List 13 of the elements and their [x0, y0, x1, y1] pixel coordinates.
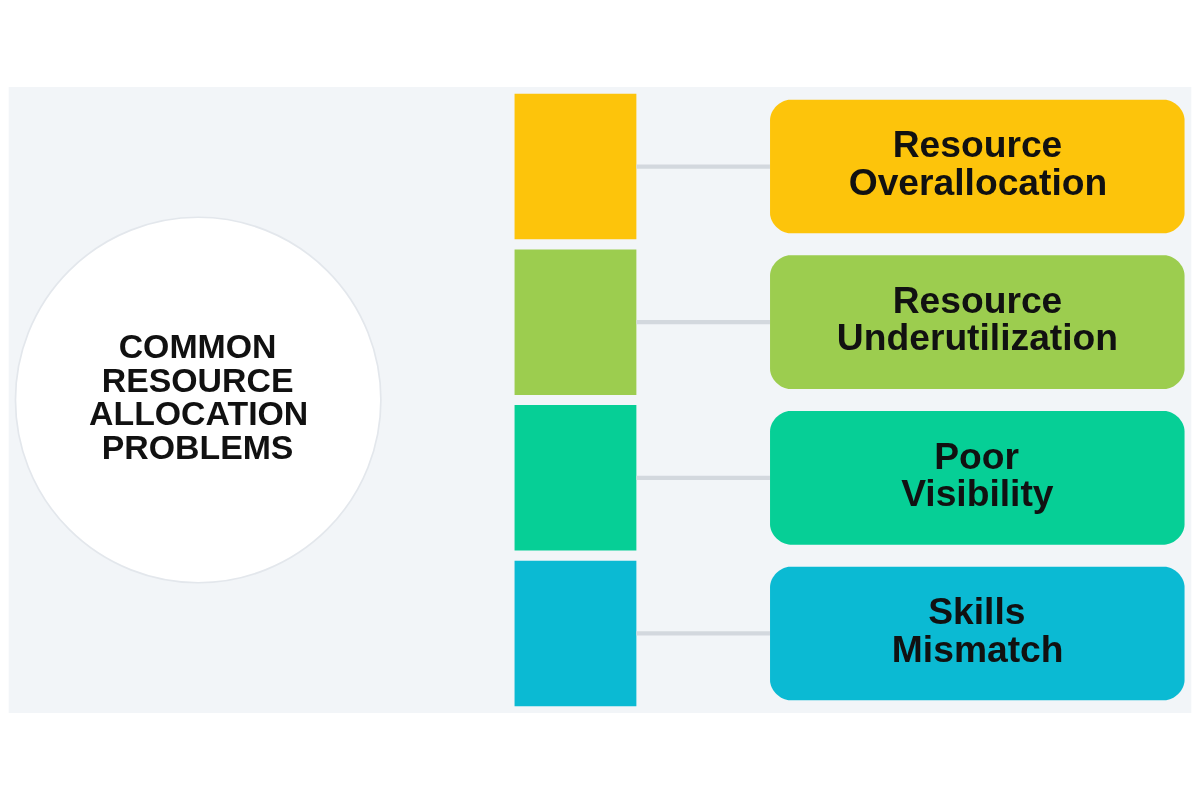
- node-sector: [514, 249, 637, 395]
- node-circle: COMMON RESOURCE ALLOCATION PROBLEMS: [14, 216, 382, 584]
- node-box: Skills Mismatch: [770, 566, 1185, 701]
- node-box: Resource Underutilization: [770, 255, 1185, 389]
- node-box: Poor Visibility: [770, 411, 1185, 545]
- connector: [636, 631, 770, 636]
- connector: [636, 475, 770, 480]
- node-sector: [514, 93, 637, 240]
- node-box: Resource Overallocation: [770, 99, 1185, 234]
- node-sector: [514, 405, 637, 551]
- node-sector: [514, 560, 637, 707]
- connector: [636, 164, 770, 169]
- connector: [636, 320, 770, 325]
